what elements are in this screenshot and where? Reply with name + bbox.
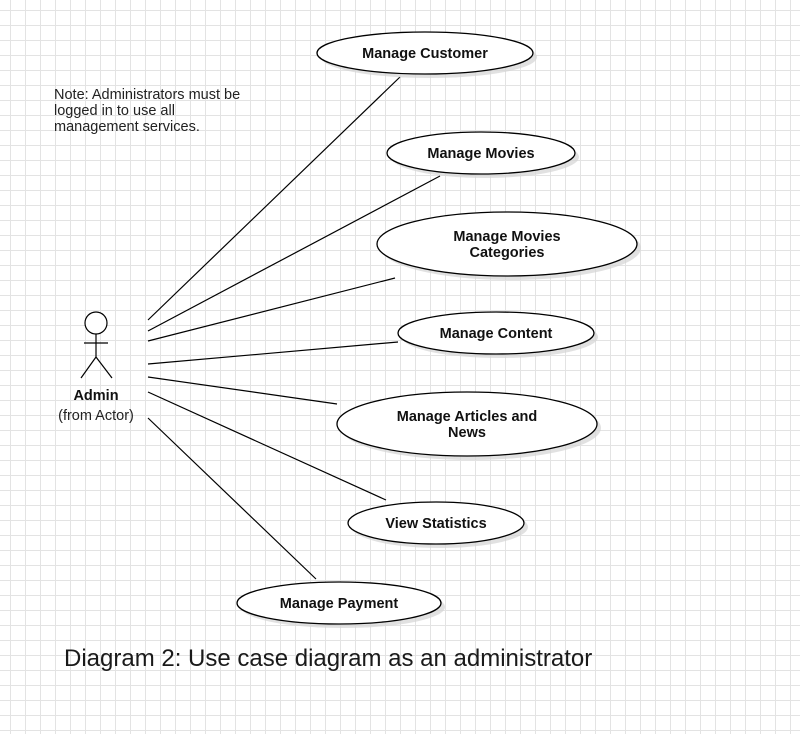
use-case-view-statistics[interactable]: View Statistics [347, 501, 528, 548]
actor-admin[interactable]: Admin (from Actor) [58, 311, 134, 424]
actor-left-leg [80, 356, 97, 379]
use-case-ellipse [236, 581, 442, 625]
association-line-manage-movies[interactable] [147, 175, 441, 332]
use-case-ellipse [336, 391, 598, 457]
association-lines [147, 76, 441, 580]
use-case-ellipse [386, 131, 576, 175]
use-case-label: Manage Customer [362, 46, 488, 62]
association-line-manage-movies-categories[interactable] [147, 277, 396, 342]
use-case-label: Manage Movies [427, 146, 534, 162]
use-case-label: Manage Content [440, 326, 553, 342]
actor-stereotype: (from Actor) [58, 408, 134, 424]
use-case-ellipse [347, 501, 525, 545]
use-case-manage-payment[interactable]: Manage Payment [236, 581, 445, 628]
use-case-label: Manage Payment [280, 596, 399, 612]
use-case-ellipse [316, 31, 534, 75]
use-case-label: Manage Articles and [397, 409, 537, 425]
use-case-manage-movies[interactable]: Manage Movies [386, 131, 579, 178]
use-case-label: News [448, 425, 486, 441]
association-line-manage-content[interactable] [147, 341, 399, 365]
association-line-view-statistics[interactable] [147, 391, 387, 501]
use-case-ellipse [397, 311, 595, 355]
use-case-manage-customer[interactable]: Manage Customer [316, 31, 537, 78]
association-line-manage-customer[interactable] [147, 76, 401, 321]
use-case-label: View Statistics [385, 516, 486, 532]
use-case-manage-content[interactable]: Manage Content [397, 311, 598, 358]
diagram-caption: Diagram 2: Use case diagram as an admini… [64, 645, 593, 672]
association-line-manage-articles-and-news[interactable] [147, 376, 338, 405]
use-case-label: Manage Movies [453, 229, 560, 245]
note-text: Note: Administrators must be logged in t… [54, 87, 241, 135]
actor-head [84, 311, 108, 335]
use-case-ellipse [376, 211, 638, 277]
actor-right-leg [95, 356, 113, 379]
association-line-manage-payment[interactable] [147, 417, 317, 580]
use-case-label: Categories [470, 245, 545, 261]
actor-name: Admin [73, 388, 118, 404]
